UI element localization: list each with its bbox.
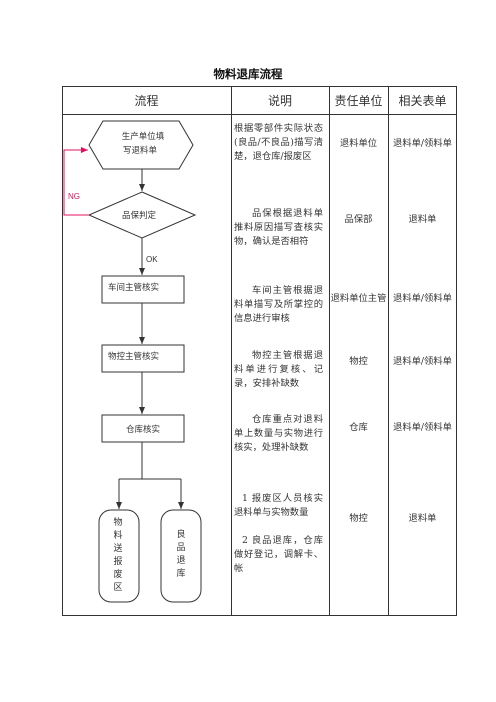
unit-row-5: 仓库 bbox=[349, 422, 368, 433]
warehouse-check-label: 仓库核实 bbox=[126, 424, 160, 435]
start-node-label-2: 写退料单 bbox=[123, 145, 158, 156]
svg-text:送: 送 bbox=[113, 542, 122, 554]
workshop-check-node bbox=[101, 275, 185, 304]
svg-text:废: 废 bbox=[113, 568, 122, 580]
forms-row-3: 退料单/领料单 bbox=[393, 293, 452, 304]
ok-label: OK bbox=[146, 255, 158, 264]
svg-text:料: 料 bbox=[113, 529, 122, 541]
forms-row-6: 退料单 bbox=[408, 513, 437, 524]
column-divider bbox=[388, 86, 389, 616]
start-node bbox=[88, 120, 194, 170]
ng-loop-arrow bbox=[63, 147, 89, 216]
warehouse-check-node bbox=[101, 414, 185, 443]
svg-text:物: 物 bbox=[113, 516, 122, 528]
forms-row-1: 退料单/领料单 bbox=[393, 138, 452, 149]
unit-row-3: 退料单位主管 bbox=[330, 293, 387, 304]
desc-row-1: 根据零部件实际状态(良品/不良品)描写清楚，退仓库/报废区 bbox=[234, 123, 323, 162]
control-check-label: 物控主管核实 bbox=[108, 351, 159, 362]
column-divider bbox=[231, 86, 232, 616]
desc-row-6b: 2 良品退库，仓库做好登记，调解卡、帐 bbox=[234, 535, 323, 574]
desc-row-4: 物控主管根据退料单进行复核、记录，安排补缺数 bbox=[234, 350, 323, 389]
forms-row-5: 退料单/领料单 bbox=[393, 422, 452, 433]
header-flow: 流程 bbox=[134, 94, 159, 108]
svg-text:报: 报 bbox=[113, 555, 122, 567]
forms-row-2: 退料单 bbox=[408, 214, 437, 225]
header-unit: 责任单位 bbox=[334, 94, 383, 108]
header-desc: 说明 bbox=[267, 94, 292, 108]
decision-label: 品保判定 bbox=[122, 210, 157, 221]
good-return-node bbox=[160, 509, 202, 603]
svg-text:区: 区 bbox=[113, 582, 122, 593]
column-divider bbox=[329, 86, 330, 616]
header-forms: 相关表单 bbox=[398, 94, 447, 108]
unit-row-2: 品保部 bbox=[344, 214, 373, 225]
svg-text:库: 库 bbox=[176, 567, 185, 579]
scrap-area-label: 物 料 送 报 废 区 bbox=[113, 516, 122, 593]
unit-row-4: 物控 bbox=[349, 356, 368, 367]
unit-row-6: 物控 bbox=[349, 513, 368, 524]
desc-row-3: 车间主管根据退料单描写及所掌控的信息进行审核 bbox=[234, 285, 323, 324]
ng-label: NG bbox=[68, 192, 80, 201]
control-check-node bbox=[101, 344, 185, 373]
desc-row-6a: 1 报废区人员核实退料单与实物数量 bbox=[234, 493, 323, 518]
desc-row-2: 品保根据退料单推料原因描写查核实物，确认是否相符 bbox=[234, 208, 323, 247]
desc-row-5: 仓库重点对退料单上数量与实物进行核实，处理补缺数 bbox=[234, 414, 323, 453]
scrap-area-node bbox=[98, 509, 140, 603]
page-title: 物料退库流程 bbox=[213, 67, 283, 81]
header-divider bbox=[62, 114, 457, 115]
svg-text:良: 良 bbox=[176, 528, 185, 540]
process-table bbox=[62, 86, 457, 616]
forms-row-4: 退料单/领料单 bbox=[393, 356, 452, 367]
unit-row-1: 退料单位 bbox=[339, 138, 378, 149]
svg-text:退: 退 bbox=[176, 555, 185, 566]
good-return-label: 良 品 退 库 bbox=[176, 528, 185, 579]
start-node-label-1: 生产单位填 bbox=[122, 131, 165, 142]
svg-text:品: 品 bbox=[176, 542, 185, 553]
workshop-check-label: 车间主管核实 bbox=[108, 282, 159, 293]
